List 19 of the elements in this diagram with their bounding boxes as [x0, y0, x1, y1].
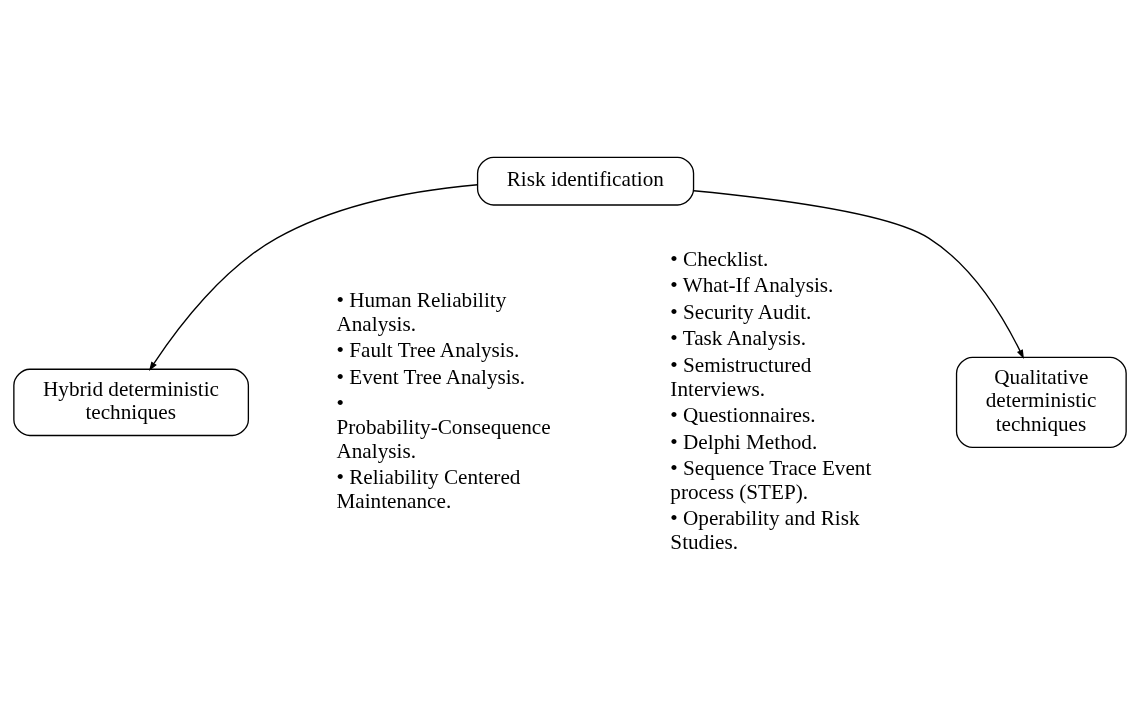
arrow [149, 183, 479, 371]
node-label: • Fault Tree Analysis. [336, 337, 520, 362]
node-label: • Sequence Trace Event process (STEP). [670, 455, 872, 504]
node-box: Risk identification [476, 156, 695, 206]
node-label: • Delphi Method. [670, 429, 818, 454]
node-label: • Task Analysis. [670, 325, 806, 350]
node-label: • Security Audit. [670, 299, 812, 324]
node-label: • Checklist. [670, 246, 769, 271]
node-label: • Reliability Centered Maintenance. [336, 464, 521, 513]
node-label: • Operability and Risk Studies. [670, 505, 860, 554]
node-box: Qualitative deterministic techniques [955, 356, 1127, 448]
node-label: • Event Tree Analysis. [336, 364, 526, 389]
node-label: • What-If Analysis. [670, 272, 834, 297]
node-box: Hybrid deterministic techniques [13, 368, 250, 436]
node-label: • Probability-Consequence Analysis. [336, 390, 551, 463]
node-label: • Questionnaires. [670, 402, 816, 427]
node-label: • Human Reliability Analysis. [336, 287, 507, 336]
node-label: • Semistructured Interviews. [670, 352, 812, 401]
arrow [693, 189, 1024, 359]
